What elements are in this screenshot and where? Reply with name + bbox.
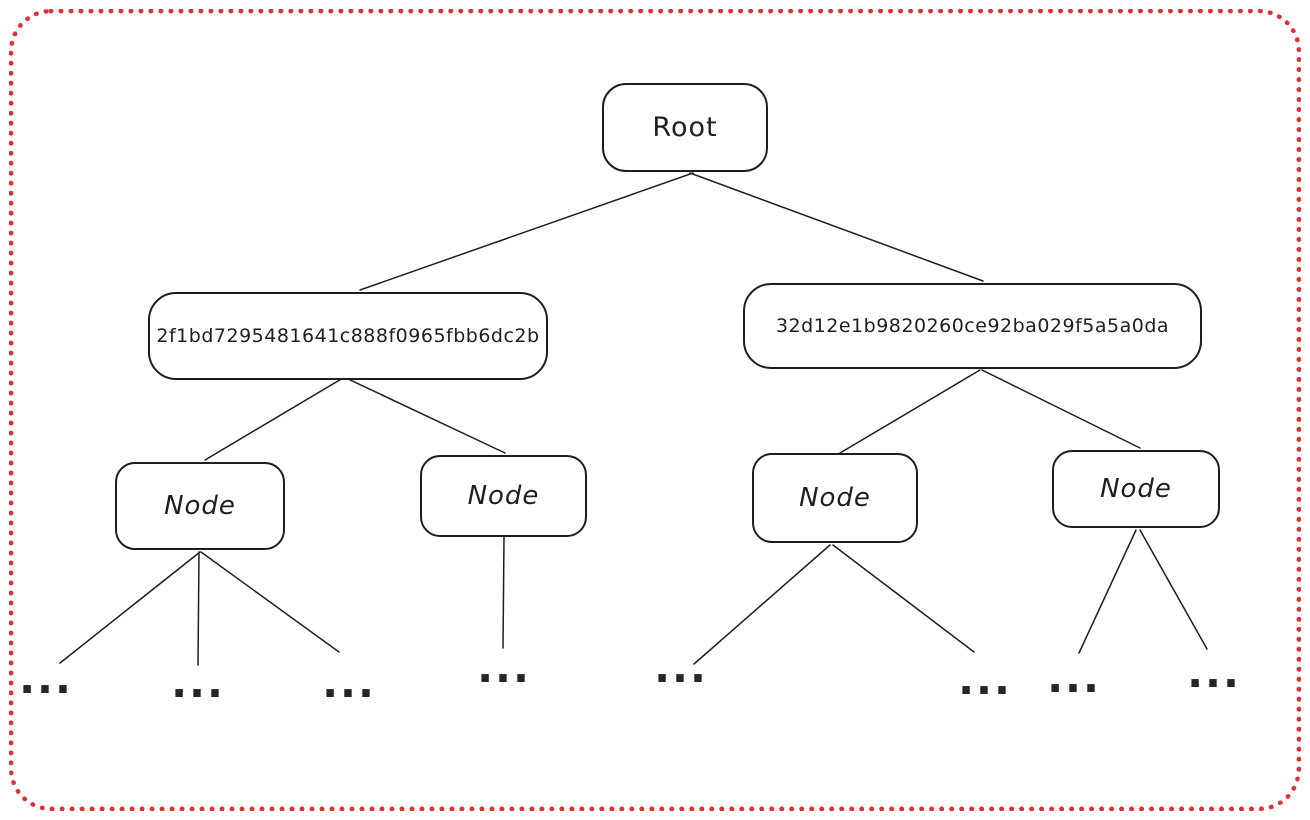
leaf-ellipsis-4[interactable]: ... (477, 643, 531, 693)
edge-node4-to-leaf7 (1078, 529, 1137, 654)
root-node[interactable]: Root (602, 83, 768, 172)
leaf-ellipsis-8[interactable]: ... (1187, 648, 1241, 698)
edge-node2-to-leaf4 (502, 536, 505, 649)
node-box-1[interactable]: Node (115, 462, 285, 550)
edge-node1-to-leaf2 (197, 551, 200, 666)
leaf-ellipsis-5[interactable]: ... (654, 643, 708, 693)
node-box-2-label: Node (467, 481, 540, 511)
edge-hashright-to-node4 (981, 369, 1141, 449)
leaf-ellipsis-7[interactable]: ... (1047, 653, 1101, 703)
node-box-4[interactable]: Node (1052, 450, 1220, 528)
hash-node-left-label: 2f1bd7295481641c888f0965fbb6dc2b (156, 325, 540, 347)
leaf-ellipsis-6[interactable]: ... (958, 655, 1012, 705)
edge-hashleft-to-node2 (345, 377, 506, 454)
node-box-4-label: Node (1100, 474, 1172, 504)
node-box-3[interactable]: Node (752, 453, 918, 543)
leaf-ellipsis-1[interactable]: ... (19, 654, 73, 704)
hash-node-right[interactable]: 32d12e1b9820260ce92ba029f5a5a0da (743, 283, 1202, 369)
node-box-3-label: Node (799, 483, 871, 513)
edge-node3-to-leaf5 (693, 544, 831, 665)
edge-hashleft-to-node1 (204, 377, 344, 461)
edge-root-to-hash-right (689, 172, 984, 282)
edge-node3-to-leaf6 (832, 544, 975, 653)
edge-root-to-hash-left (359, 172, 694, 291)
edge-node4-to-leaf8 (1139, 529, 1208, 650)
edge-node1-to-leaf1 (59, 551, 201, 664)
leaf-ellipsis-2[interactable]: ... (171, 658, 225, 708)
node-box-1-label: Node (164, 491, 236, 521)
edge-hashright-to-node3 (839, 369, 981, 454)
leaf-ellipsis-3[interactable]: ... (322, 658, 376, 708)
root-node-label: Root (652, 112, 718, 143)
edge-node1-to-leaf3 (200, 551, 340, 653)
hash-node-right-label: 32d12e1b9820260ce92ba029f5a5a0da (775, 315, 1170, 337)
node-box-2[interactable]: Node (420, 455, 587, 537)
hash-node-left[interactable]: 2f1bd7295481641c888f0965fbb6dc2b (148, 292, 548, 380)
